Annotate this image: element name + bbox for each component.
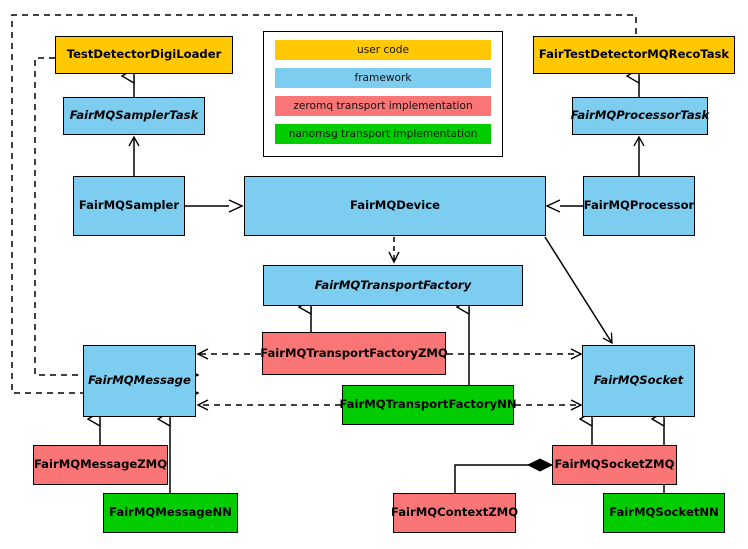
class-label: FairMQTransportFactoryNN bbox=[339, 397, 517, 412]
class-box-fair-mq-message-zmq[interactable]: FairMQMessageZMQ bbox=[33, 445, 168, 485]
class-box-fair-mq-transport-factory[interactable]: FairMQTransportFactory bbox=[263, 265, 523, 306]
class-box-fair-mq-context-zmq[interactable]: FairMQContextZMQ bbox=[390, 493, 519, 533]
class-box-fair-mq-message-nn[interactable]: FairMQMessageNN bbox=[103, 493, 238, 533]
class-box-fair-mq-message[interactable]: FairMQMessage bbox=[83, 345, 196, 417]
class-label: FairMQSamplerTask bbox=[69, 108, 199, 123]
class-label: FairMQMessage bbox=[88, 373, 191, 388]
class-label: TestDetectorDigiLoader bbox=[66, 47, 222, 62]
legend-label: user code bbox=[356, 44, 410, 56]
class-box-fair-mq-processor[interactable]: FairMQProcessor bbox=[583, 176, 695, 236]
class-box-fair-mq-socket-nn[interactable]: FairMQSocketNN bbox=[603, 493, 725, 533]
class-box-fair-mq-sampler-task[interactable]: FairMQSamplerTask bbox=[63, 97, 205, 135]
class-label: FairMQSocketNN bbox=[609, 505, 719, 520]
legend-label: zeromq transport implementation bbox=[293, 100, 473, 112]
class-label: FairMQMessageNN bbox=[109, 505, 232, 520]
legend-item-nanomsg: nanomsg transport implementation bbox=[275, 124, 491, 144]
legend-item-framework: framework bbox=[275, 68, 491, 88]
legend-panel: user code framework zeromq transport imp… bbox=[263, 31, 503, 157]
class-box-fair-mq-transport-factory-nn[interactable]: FairMQTransportFactoryNN bbox=[339, 385, 517, 425]
class-label: FairMQTransportFactory bbox=[314, 277, 472, 292]
class-box-test-detector-digi-loader[interactable]: TestDetectorDigiLoader bbox=[55, 36, 233, 74]
class-box-fair-mq-socket-zmq[interactable]: FairMQSocketZMQ bbox=[552, 445, 677, 485]
class-box-fair-mq-processor-task[interactable]: FairMQProcessorTask bbox=[570, 97, 710, 135]
class-label: FairMQSocket bbox=[593, 373, 684, 388]
class-label: FairMQTransportFactoryZMQ bbox=[260, 345, 448, 360]
class-label: FairMQDevice bbox=[350, 198, 440, 213]
legend-label: nanomsg transport implementation bbox=[288, 128, 478, 140]
class-label: FairMQContextZMQ bbox=[390, 505, 519, 520]
class-label: FairMQMessageZMQ bbox=[33, 457, 168, 472]
edge-device-to-socket bbox=[544, 236, 613, 345]
legend-label: framework bbox=[354, 72, 412, 84]
legend-item-zeromq: zeromq transport implementation bbox=[275, 96, 491, 116]
class-label: FairMQProcessor bbox=[583, 198, 695, 213]
class-box-fair-test-detector-mq-reco-task[interactable]: FairTestDetectorMQRecoTask bbox=[533, 36, 735, 74]
legend-item-user-code: user code bbox=[275, 40, 491, 60]
class-box-fair-mq-socket[interactable]: FairMQSocket bbox=[582, 345, 695, 417]
class-box-fair-mq-sampler[interactable]: FairMQSampler bbox=[73, 176, 185, 236]
class-box-fair-mq-transport-factory-zmq[interactable]: FairMQTransportFactoryZMQ bbox=[260, 332, 448, 375]
class-label: FairMQSocketZMQ bbox=[554, 457, 675, 472]
class-label: FairMQSampler bbox=[78, 198, 180, 213]
class-box-fair-mq-device[interactable]: FairMQDevice bbox=[244, 176, 546, 236]
class-label: FairTestDetectorMQRecoTask bbox=[538, 47, 730, 62]
class-label: FairMQProcessorTask bbox=[570, 108, 710, 123]
